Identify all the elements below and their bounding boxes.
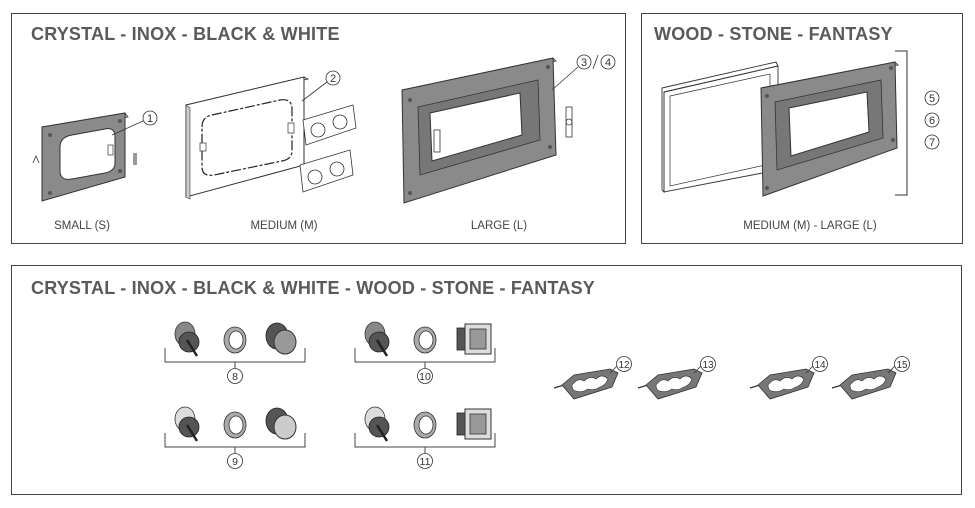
callout-1: 1 (111, 110, 158, 136)
callout-label: 15 (896, 360, 908, 371)
button-set-11: 11 (354, 406, 496, 469)
callout-5: 5 (929, 93, 935, 105)
ring-nut-icon (223, 411, 247, 439)
callout-3-4: 3 4 (551, 54, 616, 91)
connector-icon (364, 321, 390, 357)
callout-7: 7 (929, 137, 935, 149)
callout-label: 13 (702, 360, 714, 371)
connector-icon (174, 406, 200, 442)
large-clip-illustration (565, 106, 573, 138)
large-frame-illustration (401, 57, 557, 204)
panel-title: CRYSTAL - INOX - BLACK & WHITE - WOOD - … (31, 278, 595, 298)
medium-inserts-illustration (299, 104, 357, 193)
callout-6: 6 (929, 115, 935, 127)
callout-label: 12 (618, 360, 630, 371)
gasket-15: 15 (831, 356, 910, 400)
callout-label-alt: 4 (605, 57, 611, 69)
button-set-10: 10 (354, 321, 496, 384)
round-button-icon (265, 322, 297, 355)
panel-title: WOOD - STONE - FANTASY (654, 24, 893, 44)
callout-label: 9 (232, 456, 238, 468)
caption-medium-large: MEDIUM (M) - LARGE (L) (743, 220, 877, 232)
connector-icon (364, 406, 390, 442)
callout-label: 14 (814, 360, 826, 371)
caption-large: LARGE (L) (470, 220, 528, 232)
callout-label: 3 (581, 57, 587, 69)
wood-inner-frame-illustration (760, 61, 899, 197)
gasket-13: 13 (637, 356, 716, 400)
medium-frame-illustration (185, 76, 310, 200)
square-button-icon (456, 408, 492, 440)
small-frame-illustration (32, 112, 137, 202)
callout-label: 1 (147, 113, 153, 125)
callout-label: 2 (330, 73, 336, 85)
square-button-icon (456, 323, 492, 355)
bracket-5-7 (895, 50, 908, 196)
button-set-9: 9 (164, 406, 306, 469)
callout-label: 10 (419, 371, 431, 383)
caption-medium: MEDIUM (M) (250, 220, 318, 232)
callouts-5-7: 5 6 7 (924, 90, 940, 150)
ring-nut-icon (413, 411, 437, 439)
connector-icon (174, 321, 200, 357)
caption-small: SMALL (S) (54, 220, 110, 232)
callout-2: 2 (301, 70, 341, 102)
panel-title: CRYSTAL - INOX - BLACK & WHITE (31, 24, 340, 44)
callout-label: 11 (420, 456, 431, 468)
callout-label: 8 (232, 371, 238, 383)
ring-nut-icon (223, 326, 247, 354)
button-set-8: 8 (164, 321, 306, 384)
gasket-14: 14 (749, 356, 828, 400)
round-button-icon (265, 407, 297, 440)
gasket-12: 12 (553, 356, 632, 400)
ring-nut-icon (413, 326, 437, 354)
